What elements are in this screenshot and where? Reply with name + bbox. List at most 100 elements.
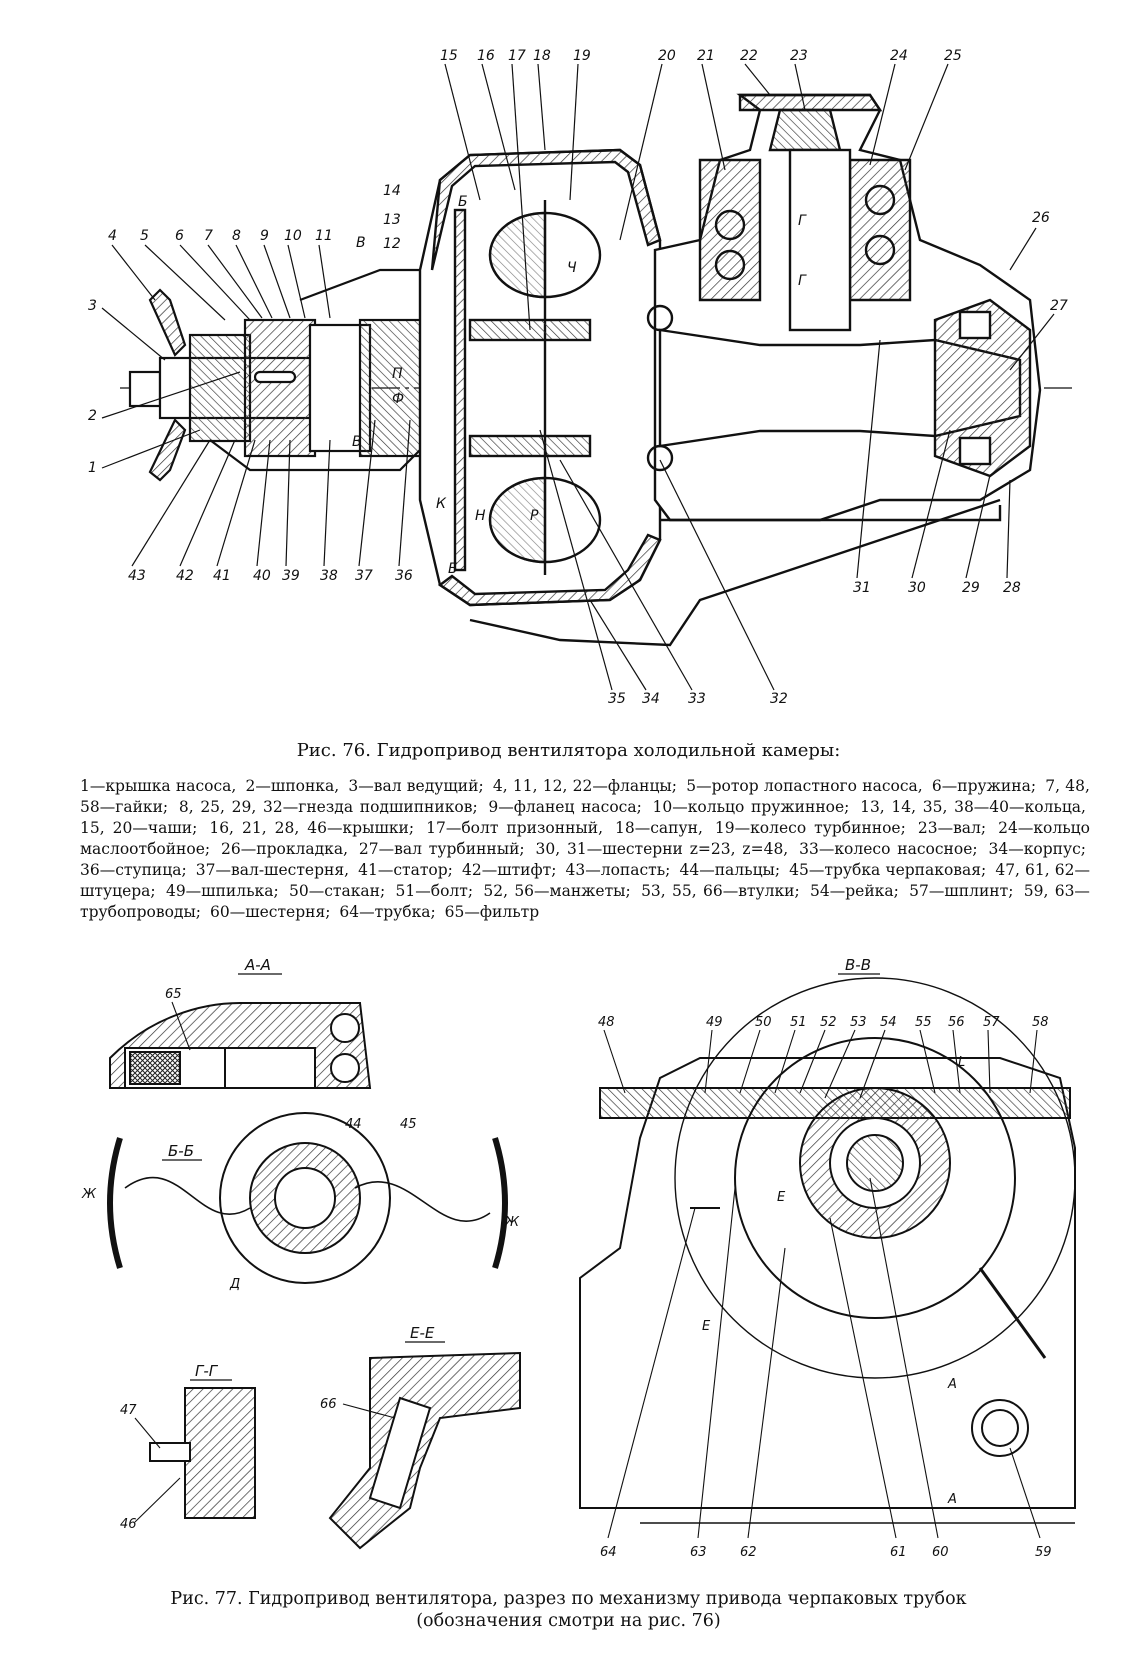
label-vv-top: 48 — [598, 1015, 615, 1030]
label-vv-top: 55 — [915, 1015, 932, 1030]
callout-top: 23 — [790, 48, 808, 64]
label-47: 47 — [120, 1403, 137, 1418]
callout-bottom: 40 — [253, 568, 271, 584]
figure-77-drawing: А-А 65 Б-Б 44 45 Ж Ж Д Г-Г 47 46 — [81, 956, 1076, 1560]
callout-bottom: 43 — [128, 568, 146, 584]
legend-item: 4, 11, 12, 22—фланцы; — [492, 777, 677, 795]
legend-item: 3—вал ведущий; — [348, 777, 484, 795]
legend-item: 60—шестерня; — [209, 903, 331, 921]
mark-e: Е — [777, 1190, 786, 1205]
view-gg: Г-Г 47 46 — [120, 1362, 256, 1532]
callout-bottom: 28 — [1003, 580, 1021, 596]
callout-bottom: 36 — [395, 568, 413, 584]
callout-left: 9 — [260, 228, 269, 244]
callout-left: 12 — [383, 236, 401, 252]
label-vv-top: 51 — [790, 1015, 807, 1030]
figure-76-drawing: 15 16 17 18 19 20 21 22 23 24 25 4 5 6 7… — [88, 48, 1075, 707]
legend-item: 41—статор; — [358, 861, 453, 879]
view-bb: Б-Б 44 45 Ж Ж Д — [81, 1112, 520, 1292]
legend-item: 15, 20—чаши; — [80, 819, 198, 837]
mark-a: А — [947, 1377, 957, 1392]
mark-e: Е — [702, 1319, 711, 1334]
callout-bottom: 33 — [688, 691, 706, 707]
callout-top: 24 — [890, 48, 908, 64]
section-mark: Р — [530, 508, 539, 524]
callout-left: 26 — [1032, 210, 1050, 226]
label-zh-right: Ж — [504, 1215, 520, 1230]
view-vv-leaders — [603, 1029, 1041, 1539]
legend-item: 1—крышка насоса, — [80, 777, 237, 795]
figure-76-legend: 1—крышка насоса, 2—шпонка, 3—вал ведущий… — [80, 776, 1090, 923]
legend-item: 2—шпонка, — [245, 777, 340, 795]
label-vv-top: 49 — [706, 1015, 723, 1030]
legend-item: 19—колесо турбинное; — [714, 819, 906, 837]
legend-item: 34—корпус; — [988, 840, 1087, 858]
view-vv-labels: 48 49 50 51 52 53 54 55 56 57 58 64 63 6… — [598, 1015, 1052, 1560]
legend-item: 44—пальцы; — [679, 861, 781, 879]
callout-left: 10 — [284, 228, 302, 244]
label-vv-top: 52 — [820, 1015, 837, 1030]
section-mark: Г — [798, 273, 807, 289]
legend-item: 49—шпилька; — [165, 882, 279, 900]
label-vv-bottom: 63 — [690, 1545, 707, 1560]
callout-top: 17 — [508, 48, 526, 64]
callout-left: 4 — [108, 228, 117, 244]
legend-item: 24—кольцо маслоотбойное; — [80, 819, 1090, 858]
legend-item: 50—стакан; — [289, 882, 386, 900]
figure-77-caption-line1: Рис. 77. Гидропривод вентилятора, разрез… — [170, 1589, 967, 1609]
section-mark: Г — [798, 213, 807, 229]
callout-bottom: 41 — [213, 568, 231, 584]
section-mark: Ч — [567, 260, 577, 276]
callout-top: 22 — [740, 48, 758, 64]
legend-item: 13, 14, 35, 38—40—кольца, — [860, 798, 1086, 816]
view-title: Б-Б — [168, 1142, 194, 1160]
gearbox-housing — [469, 93, 1042, 647]
legend-item: 27—вал турбинный; — [358, 840, 525, 858]
callout-bottom: 39 — [282, 568, 300, 584]
section-mark: П — [392, 366, 403, 382]
label-vv-top: 50 — [755, 1015, 772, 1030]
legend-item: 7, 48, 58—гайки; — [80, 777, 1090, 816]
label-vv-top: 58 — [1032, 1015, 1049, 1030]
legend-item: 42—штифт; — [461, 861, 557, 879]
section-mark: Б — [458, 194, 468, 210]
label-vv-bottom: 60 — [932, 1545, 949, 1560]
callout-left: 11 — [315, 228, 333, 244]
callout-left: 3 — [88, 298, 97, 314]
legend-item: 17—болт призонный, — [426, 819, 604, 837]
callout-left: 5 — [140, 228, 149, 244]
callout-bottom: 38 — [320, 568, 338, 584]
legend-item: 9—фланец насоса; — [488, 798, 642, 816]
callout-top: 16 — [477, 48, 495, 64]
callout-left: 14 — [383, 183, 401, 199]
legend-item: 64—трубка; — [339, 903, 436, 921]
view-title: Г-Г — [195, 1362, 219, 1380]
label-vv-bottom: 62 — [740, 1545, 757, 1560]
callout-top: 20 — [658, 48, 676, 64]
label-45: 45 — [400, 1117, 417, 1132]
legend-item: 54—рейка; — [810, 882, 899, 900]
callout-bottom: 30 — [908, 580, 926, 596]
legend-item: 8, 25, 29, 32—гнезда подшипников; — [178, 798, 478, 816]
legend-item: 5—ротор лопастного насоса, — [686, 777, 923, 795]
callout-left: 7 — [204, 228, 213, 244]
label-46: 46 — [120, 1517, 137, 1532]
section-mark: Ф — [392, 391, 404, 407]
label-vv-top: 53 — [850, 1015, 867, 1030]
section-mark: В — [356, 235, 366, 251]
legend-item: 6—пружина; — [931, 777, 1037, 795]
callout-left: 2 — [88, 408, 97, 424]
label-vv-bottom: 64 — [600, 1545, 617, 1560]
section-mark: Б — [448, 561, 458, 577]
legend-item: 57—шплинт; — [909, 882, 1014, 900]
legend-item: 18—сапун, — [615, 819, 703, 837]
mark-a: А — [947, 1492, 957, 1507]
legend-item: 30, 31—шестерни z=23, z=48, — [535, 840, 789, 858]
callouts: 15 16 17 18 19 20 21 22 23 24 25 4 5 6 7… — [88, 48, 1068, 707]
callout-top: 25 — [944, 48, 962, 64]
callout-left: 27 — [1050, 298, 1068, 314]
callout-top: 19 — [573, 48, 591, 64]
legend-item: 26—прокладка, — [221, 840, 348, 858]
legend-item: 47, 61, 62—штуцера; — [80, 861, 1090, 900]
label-44: 44 — [345, 1117, 362, 1132]
